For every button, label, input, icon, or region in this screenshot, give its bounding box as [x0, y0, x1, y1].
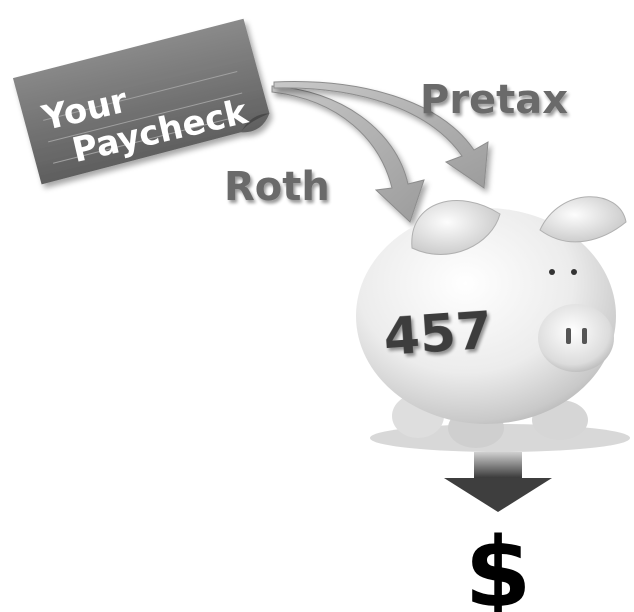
roth-label: Roth [224, 164, 330, 210]
piggy-plan-number: 457 [382, 301, 494, 368]
piggy-bank: 457 [356, 196, 630, 452]
down-arrow-icon [444, 452, 552, 512]
paycheck-line [43, 71, 238, 121]
piggy-right-ear [539, 196, 627, 243]
piggy-nostril [582, 328, 587, 344]
piggy-body [356, 208, 616, 424]
paycheck-line [53, 116, 238, 164]
dollar-sign: $ [465, 517, 532, 612]
pretax-label: Pretax [420, 77, 568, 123]
roth-arrow [271, 85, 425, 223]
paycheck-note: Your Paycheck [12, 18, 270, 185]
piggy-eye [549, 269, 555, 275]
piggy-nostril [566, 328, 571, 344]
pretax-arrow [273, 81, 489, 189]
piggy-eye [571, 269, 577, 275]
paycheck-curl [240, 113, 270, 133]
paycheck-paper [12, 18, 270, 185]
piggy-snout [538, 304, 614, 372]
paycheck-line [48, 92, 243, 143]
piggy-left-ear [411, 200, 501, 255]
